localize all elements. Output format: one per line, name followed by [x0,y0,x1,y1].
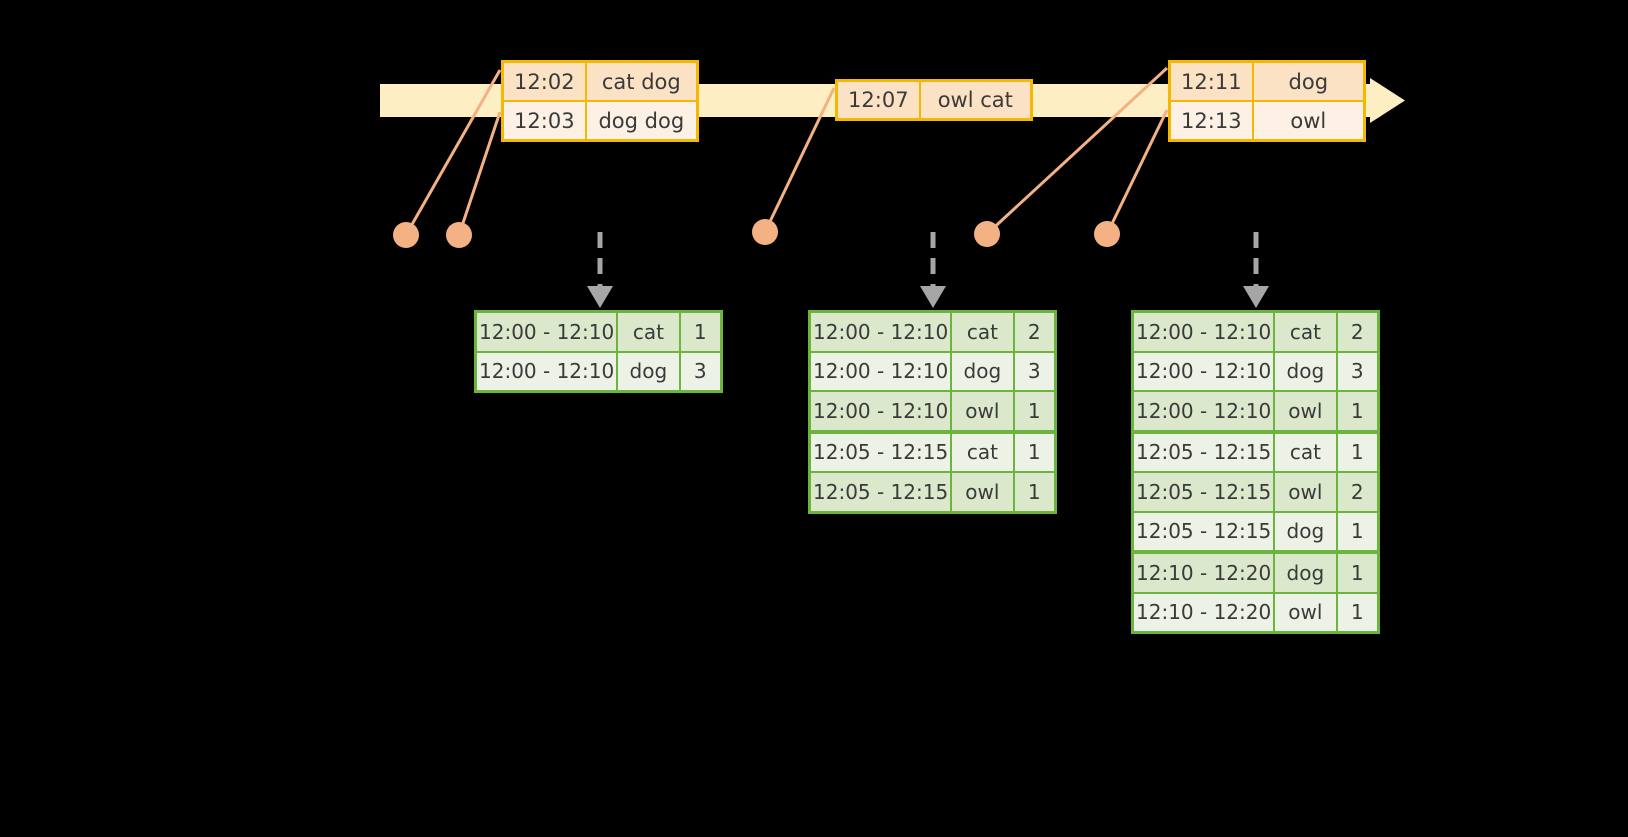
connector-12-02 [404,69,502,236]
event-timestamp: 12:02 [504,63,587,100]
timeline-arrowhead [1370,78,1405,123]
event-words: dog dog [586,102,696,139]
count-cell: 1 [1014,392,1054,430]
event-timestamp: 12:13 [1171,102,1254,139]
count-cell: 2 [1014,313,1054,351]
flow-arrow-table-3-head [1243,286,1269,308]
event-timestamp: 12:07 [838,82,921,118]
word-cell: dog [618,352,681,390]
word-cell: owl [952,392,1015,430]
connector-12-03-dot [446,222,472,248]
window-range-cell: 12:00 - 12:10 [1134,392,1276,430]
connector-12-07-dot [752,219,778,245]
word-cell: cat [1275,433,1338,471]
connector-12-13-dot [1094,221,1120,247]
event-words: cat dog [586,63,696,100]
event-dots [393,219,1120,248]
window-range-cell: 12:10 - 12:20 [1134,554,1276,592]
word-cell: dog [1275,512,1338,550]
count-cell: 3 [1337,352,1377,390]
event-words: owl cat [920,82,1030,118]
flow-arrow-table-1-head [587,286,613,308]
window-range-cell: 12:00 - 12:10 [811,392,953,430]
window-range-cell: 12:00 - 12:10 [477,313,619,351]
count-cell: 1 [1337,512,1377,550]
event-timestamp: 12:11 [1171,63,1254,100]
count-cell: 2 [1337,473,1377,511]
count-cell: 1 [1337,433,1377,471]
word-cell: owl [952,473,1015,511]
window-range-cell: 12:00 - 12:10 [1134,352,1276,390]
count-cell: 1 [680,313,720,351]
word-cell: cat [952,313,1015,351]
count-cell: 1 [1337,392,1377,430]
window-range-cell: 12:00 - 12:10 [811,313,953,351]
connector-12-13 [1105,109,1169,235]
word-cell: cat [952,433,1015,471]
count-cell: 2 [1337,313,1377,351]
word-cell: owl [1275,392,1338,430]
count-cell: 3 [680,352,720,390]
event-timestamp: 12:03 [504,102,587,139]
window-range-cell: 12:00 - 12:10 [477,352,619,390]
connector-12-02-dot [393,222,419,248]
event-words: dog [1253,63,1363,100]
window-range-cell: 12:05 - 12:15 [1134,433,1276,471]
window-range-cell: 12:10 - 12:20 [1134,593,1276,631]
window-range-cell: 12:00 - 12:10 [1134,313,1276,351]
flow-arrow-table-2-head [920,286,946,308]
count-cell: 3 [1014,352,1054,390]
word-cell: cat [1275,313,1338,351]
connector-12-07 [763,87,836,233]
word-cell: dog [1275,352,1338,390]
window-range-cell: 12:05 - 12:15 [811,433,953,471]
connector-12-11-dot [974,221,1000,247]
word-cell: owl [1275,473,1338,511]
connector-12-03 [457,111,502,236]
flow-arrows [587,232,1269,308]
count-cell: 1 [1014,433,1054,471]
word-cell: dog [952,352,1015,390]
count-cell: 1 [1014,473,1054,511]
window-range-cell: 12:05 - 12:15 [1134,473,1276,511]
window-range-cell: 12:05 - 12:15 [1134,512,1276,550]
window-range-cell: 12:05 - 12:15 [811,473,953,511]
window-range-cell: 12:00 - 12:10 [811,352,953,390]
count-cell: 1 [1337,554,1377,592]
word-cell: owl [1275,593,1338,631]
word-cell: dog [1275,554,1338,592]
event-words: owl [1253,102,1363,139]
word-cell: cat [618,313,681,351]
count-cell: 1 [1337,593,1377,631]
